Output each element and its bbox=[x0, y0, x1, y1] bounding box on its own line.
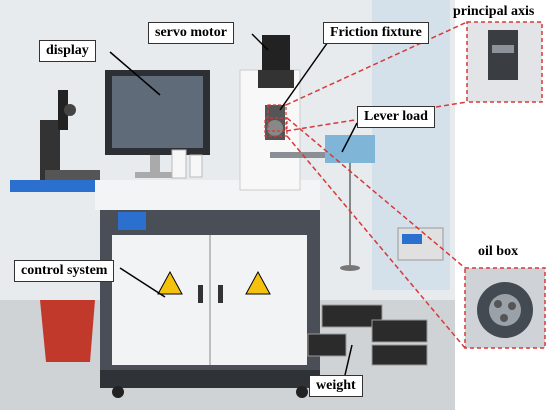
servo-motor-label: servo motor bbox=[148, 22, 234, 44]
principal-axis-shaft bbox=[488, 30, 518, 80]
servo-motor-housing bbox=[262, 35, 290, 73]
lever-arm bbox=[270, 152, 365, 158]
warning-sign-right bbox=[245, 270, 271, 295]
weight-label: weight bbox=[309, 375, 363, 397]
weight-case-1 bbox=[321, 304, 383, 328]
blue-shelf bbox=[10, 180, 100, 192]
weight-case-3 bbox=[371, 344, 428, 366]
red-trash-bin bbox=[40, 300, 95, 362]
wall-controller bbox=[325, 135, 375, 163]
door-handle-right bbox=[218, 285, 223, 303]
weight-case-4 bbox=[307, 333, 347, 357]
lever-load-label: Lever load bbox=[357, 106, 435, 128]
pointer-lines bbox=[109, 31, 358, 376]
microscope-column bbox=[58, 90, 68, 130]
control-system-label: control system bbox=[14, 260, 115, 282]
friction-fixture-label: Friction fixture bbox=[323, 22, 429, 44]
microscope-body bbox=[40, 120, 60, 180]
warning-sign-left bbox=[157, 270, 183, 295]
oil-box-label: oil box bbox=[478, 244, 519, 259]
door-handle-left bbox=[198, 285, 203, 303]
principal-axis-label: principal axis bbox=[453, 4, 535, 19]
brand-logo bbox=[118, 212, 146, 230]
weight-case-2 bbox=[371, 319, 428, 343]
display-label: display bbox=[39, 40, 96, 62]
